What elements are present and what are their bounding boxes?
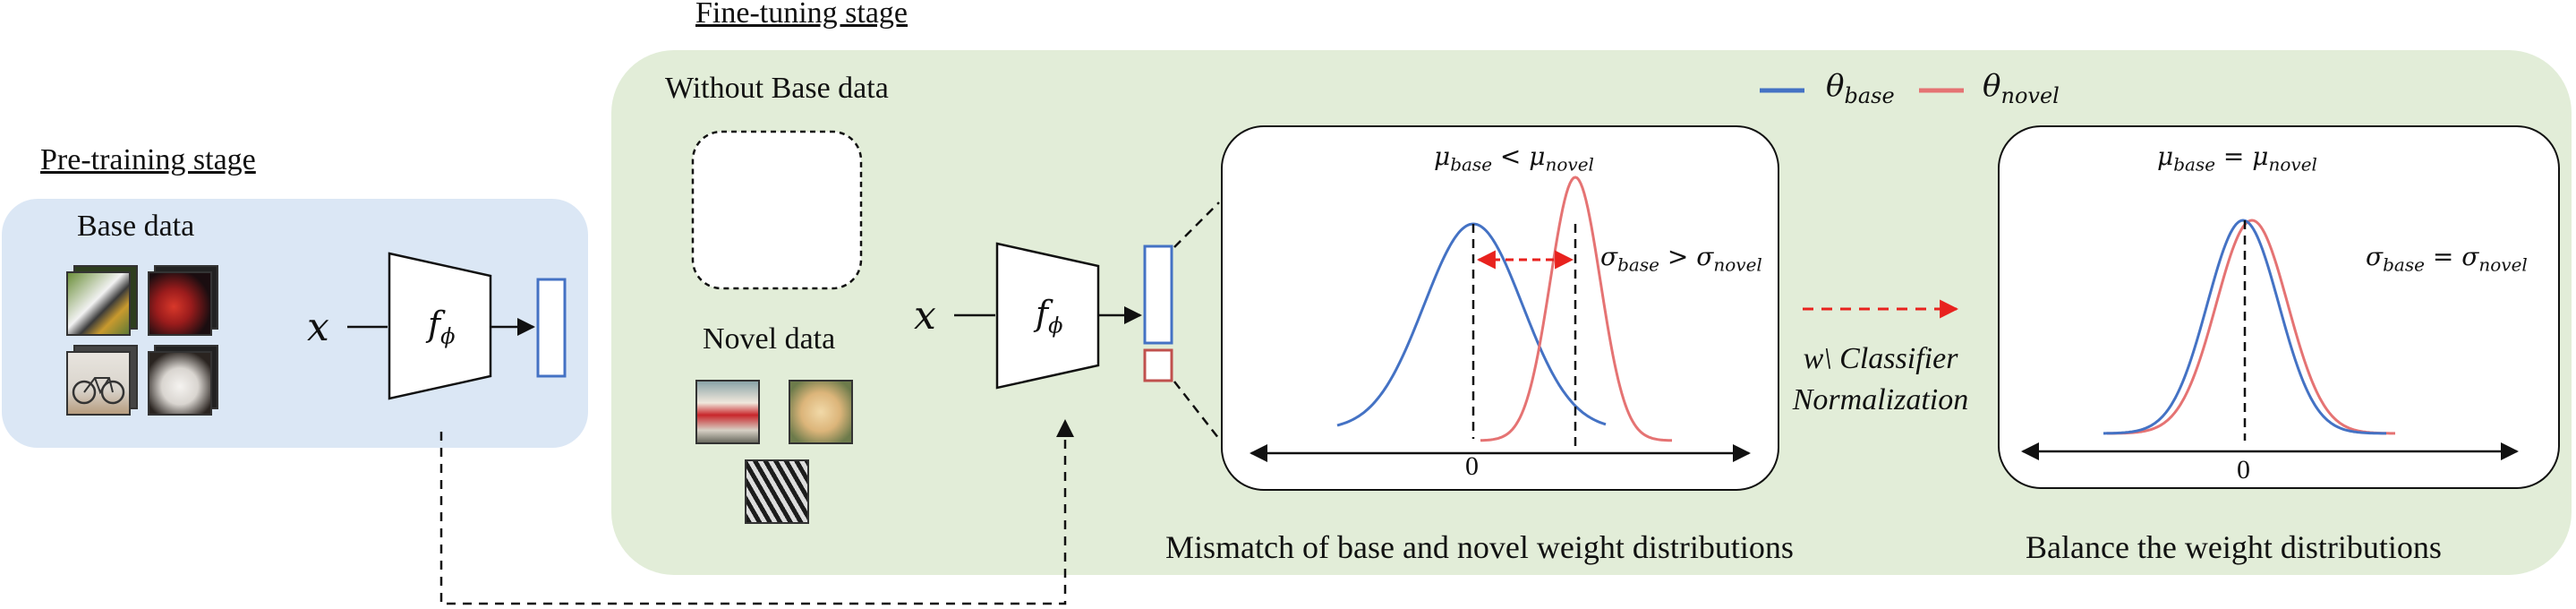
novel-data-label: Novel data (703, 322, 836, 356)
mismatch-mu-relation: μbase < μnovel (1434, 142, 1594, 176)
base-weight-vector-pre (536, 278, 567, 378)
balanced-mu-relation: μbase = μnovel (2157, 142, 2317, 176)
zoom-line-bottom (1173, 381, 1220, 440)
kitten-image-icon (148, 351, 212, 416)
betta-fish-image-icon (148, 271, 212, 336)
input-x-ft: x (914, 293, 936, 339)
balanced-caption: Balance the weight distributions (2026, 529, 2442, 565)
base-data-label: Base data (77, 210, 195, 243)
zoom-line-top (1173, 202, 1220, 248)
balanced-plot (2021, 219, 2519, 460)
novel-weight-vector-ft (1143, 348, 1173, 382)
zebra-image-icon (745, 459, 809, 524)
mismatch-plot (1250, 176, 1751, 462)
finetuning-title: Fine-tuning stage (695, 0, 908, 30)
f-phi-ft: fϕ (1036, 294, 1063, 339)
feature-extractor-ft (995, 242, 1100, 390)
empty-base-data-placeholder (691, 130, 863, 290)
balanced-axis-zero: 0 (2237, 455, 2250, 485)
mismatch-axis-zero: 0 (1465, 451, 1479, 481)
mismatch-plot-box (1221, 125, 1779, 491)
van-image-icon (695, 380, 760, 444)
bicycle-image-icon (66, 351, 131, 416)
balanced-sigma-relation: σbase = σnovel (2366, 242, 2528, 276)
mismatch-sigma-relation: σbase > σnovel (1600, 242, 1762, 276)
pretraining-title: Pre-training stage (40, 143, 256, 176)
novel-distribution-curve (2107, 219, 2395, 435)
legend-novel-label: θnovel (1983, 68, 2060, 108)
base-distribution-curve (1336, 222, 1607, 427)
classifier-normalization-label: w\ Classifier Normalization (1792, 342, 1969, 416)
novel-distribution-curve (1480, 176, 1672, 442)
input-x-pre: x (307, 304, 329, 350)
feature-extractor-pre (388, 252, 492, 400)
legend-base-label: θbase (1826, 68, 1895, 108)
f-phi-pre: fϕ (428, 304, 456, 349)
puppy-image-icon (789, 380, 853, 444)
weight-transfer-arrow (439, 419, 1074, 605)
base-weight-vector-ft (1143, 244, 1173, 345)
mismatch-caption: Mismatch of base and novel weight distri… (1165, 529, 1794, 565)
eagle-image-icon (66, 271, 131, 336)
without-base-label: Without Base data (665, 72, 889, 105)
